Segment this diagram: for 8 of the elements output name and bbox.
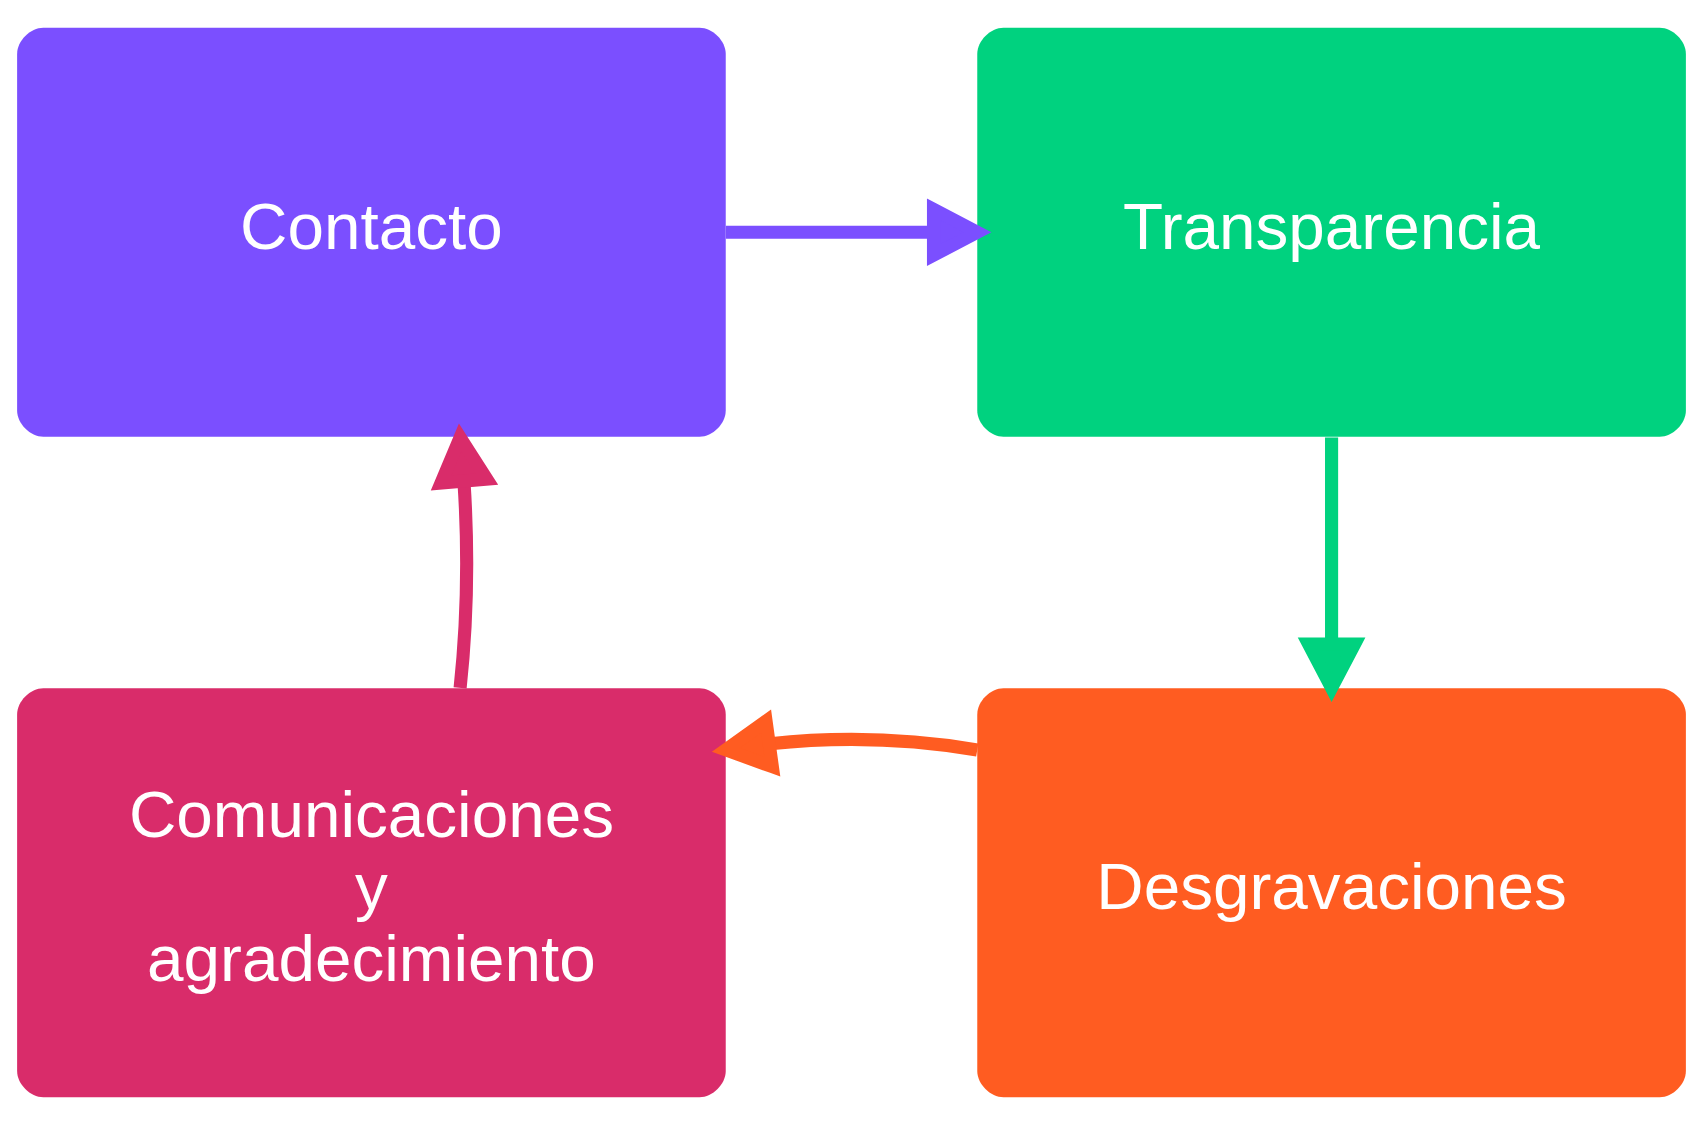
node-box: Desgravaciones [977,687,1686,1097]
arrow [725,197,992,266]
arrow [1297,437,1366,702]
node-box: Transparencia [977,27,1686,437]
arrow [430,423,499,688]
arrow [711,709,979,777]
node-box: Comunicaciones y agradecimiento [17,687,726,1097]
node-box: Contacto [17,27,726,437]
